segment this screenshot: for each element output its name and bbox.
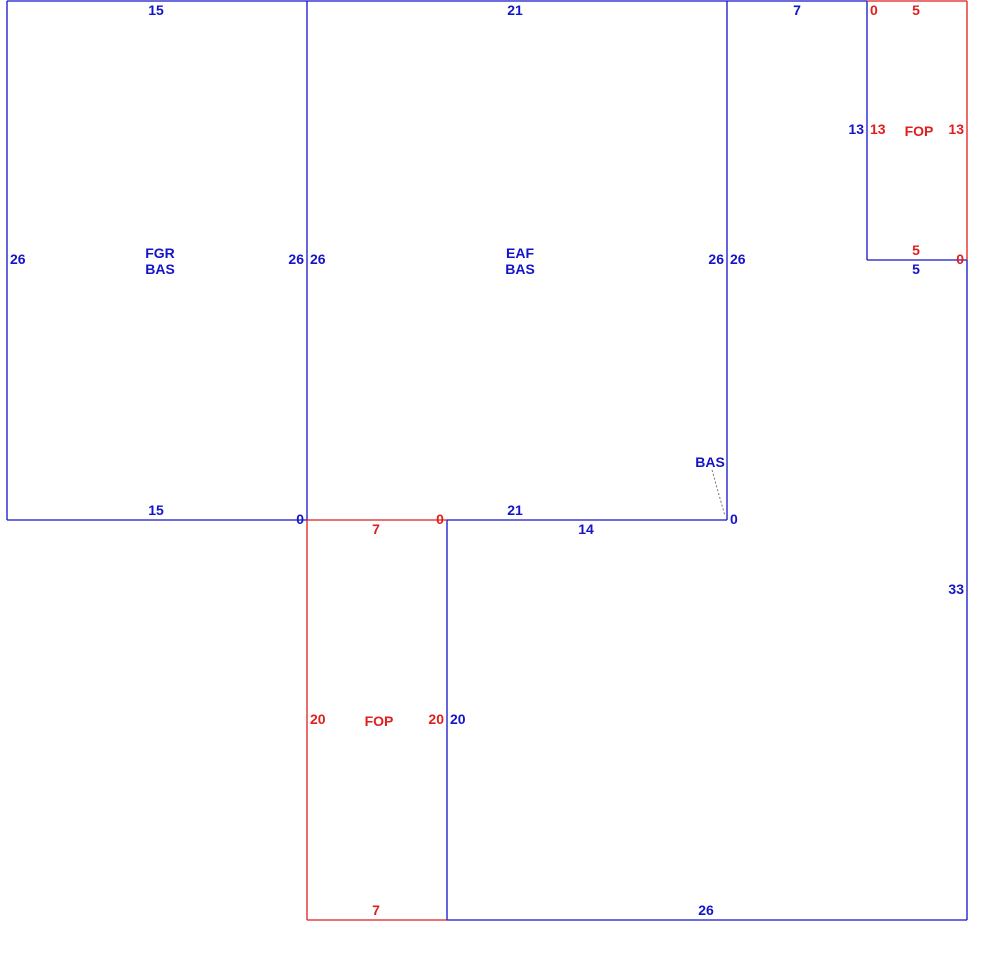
area-label-fop-bottom: FOP xyxy=(365,713,394,729)
dim-lower-left: 20 xyxy=(450,711,466,727)
area-label-eaf-2: BAS xyxy=(505,261,535,277)
main-outline xyxy=(6,0,968,921)
area-label-eaf-1: EAF xyxy=(506,245,534,261)
area-label-fgr-1: FGR xyxy=(145,245,175,261)
dim-fop-top-corner-tl: 0 xyxy=(870,2,878,18)
dim-eaf-corner-bl: 0 xyxy=(296,511,304,527)
dim-fop-bot-right: 20 xyxy=(428,711,444,727)
area-label-bas: BAS xyxy=(695,454,725,470)
dim-fgr-top: 15 xyxy=(148,2,164,18)
dim-fop-bot-bottom: 7 xyxy=(372,902,380,918)
dim-fop-bot-left: 20 xyxy=(310,711,326,727)
dim-eaf-bottom: 21 xyxy=(507,502,523,518)
dim-top-right-seg: 7 xyxy=(793,2,801,18)
area-label-fop-top: FOP xyxy=(905,123,934,139)
dim-fop-top-top: 5 xyxy=(912,2,920,18)
dim-lower-right: 33 xyxy=(948,581,964,597)
dim-fgr-right: 26 xyxy=(288,251,304,267)
dim-fop-bot-corner: 0 xyxy=(436,511,444,527)
bas-leader-line xyxy=(711,469,726,517)
dim-fop-bot-top: 7 xyxy=(372,521,380,537)
dim-eaf-left: 26 xyxy=(310,251,326,267)
dim-eaf-right: 26 xyxy=(708,251,724,267)
dim-eaf-top: 21 xyxy=(507,2,523,18)
dim-fop-top-left: 13 xyxy=(870,121,886,137)
porch-outline xyxy=(306,0,968,921)
dim-lower-top: 14 xyxy=(578,521,594,537)
dim-right-outer-26: 26 xyxy=(730,251,746,267)
dim-main-bottom-right: 5 xyxy=(912,261,920,277)
dim-fgr-left: 26 xyxy=(10,251,26,267)
dim-fop-top-right: 13 xyxy=(948,121,964,137)
area-label-fgr-2: BAS xyxy=(145,261,175,277)
dim-fgr-bottom: 15 xyxy=(148,502,164,518)
dim-lower-bottom: 26 xyxy=(698,902,714,918)
dim-corner-bottom-mid: 0 xyxy=(730,511,738,527)
dim-fop-top-left-outer: 13 xyxy=(848,121,864,137)
dim-fop-top-bottom: 5 xyxy=(912,242,920,258)
dim-fop-top-corner-br: 0 xyxy=(956,251,964,267)
